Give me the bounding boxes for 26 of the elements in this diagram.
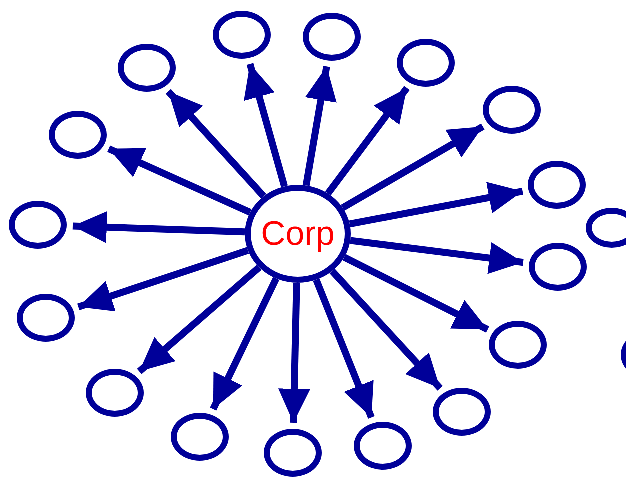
arrow <box>325 86 410 196</box>
empty-circle <box>586 208 626 248</box>
arrow <box>278 282 310 424</box>
circle-label: Corp <box>261 217 335 251</box>
arrow <box>342 254 490 333</box>
arrow <box>166 89 266 199</box>
arrow <box>302 66 337 186</box>
arrow <box>349 182 524 228</box>
arrow <box>72 211 246 244</box>
arrow <box>341 124 485 211</box>
arrow <box>210 277 280 411</box>
empty-circle <box>433 388 491 436</box>
empty-circle <box>483 86 541 134</box>
empty-circle <box>118 44 176 92</box>
arrow <box>244 63 288 188</box>
empty-circle <box>49 111 107 159</box>
arrow <box>137 264 262 374</box>
arrow <box>350 237 524 274</box>
arrow <box>108 146 252 216</box>
arrow <box>313 278 375 419</box>
empty-circle <box>489 321 547 369</box>
empty-circle <box>86 369 144 417</box>
empty-circle <box>17 294 75 342</box>
arrow <box>330 268 443 391</box>
arrow <box>77 247 250 312</box>
center-circle <box>245 185 351 283</box>
